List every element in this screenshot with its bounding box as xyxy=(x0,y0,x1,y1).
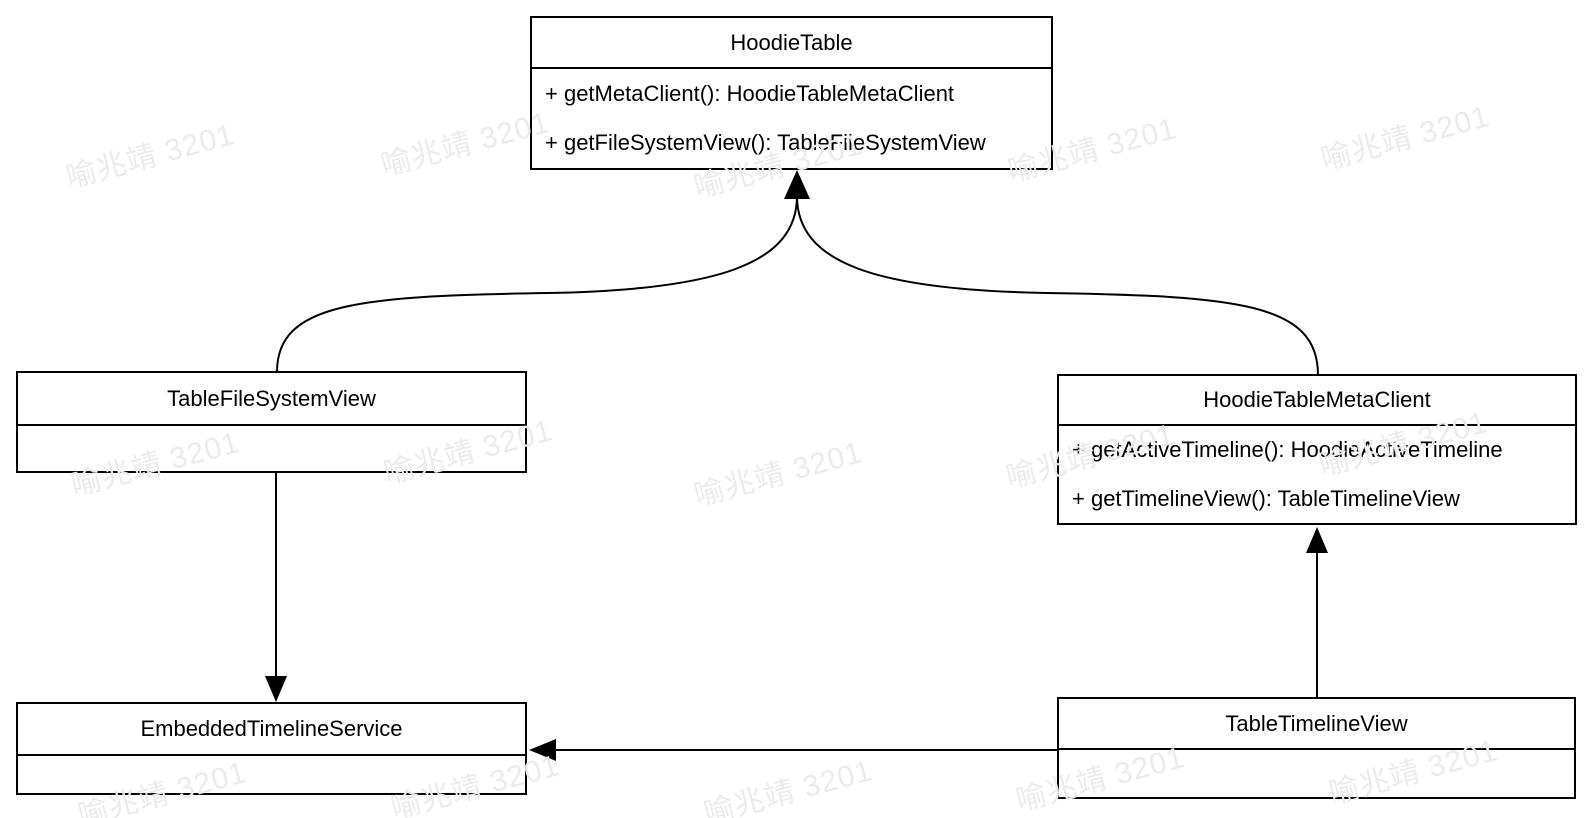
method-gettimelineview: + getTimelineView(): TableTimelineView xyxy=(1072,485,1460,511)
arrow-hoodietablemetaclient-to-hoodietable xyxy=(796,195,1319,376)
class-tabletimelineview-methods xyxy=(1059,750,1574,797)
method-getactivetimeline: + getActiveTimeline(): HoodieActiveTimel… xyxy=(1072,437,1503,463)
arrowhead-up-hoodietable xyxy=(784,170,810,199)
class-embeddedtimelineservice-title: EmbeddedTimelineService xyxy=(18,704,525,756)
arrowhead-down-embeddedtimelineservice xyxy=(265,676,287,702)
class-tablefilesystemview: TableFileSystemView xyxy=(16,371,527,473)
method-getmetaclient: + getMetaClient(): HoodieTableMetaClient xyxy=(545,80,955,106)
class-hoodietable-title: HoodieTable xyxy=(532,18,1051,69)
class-embeddedtimelineservice: EmbeddedTimelineService xyxy=(16,702,527,795)
arrow-tablefilesystemview-to-hoodietable xyxy=(276,195,798,373)
class-tablefilesystemview-methods xyxy=(18,426,525,471)
method-getfilesystemview: + getFileSystemView(): TableFileSystemVi… xyxy=(545,130,986,156)
class-hoodietablemetaclient: HoodieTableMetaClient + getActiveTimelin… xyxy=(1057,374,1577,525)
class-hoodietable: HoodieTable + getMetaClient(): HoodieTab… xyxy=(530,16,1053,170)
class-hoodietablemetaclient-methods: + getActiveTimeline(): HoodieActiveTimel… xyxy=(1059,426,1575,523)
class-hoodietablemetaclient-title: HoodieTableMetaClient xyxy=(1059,376,1575,426)
class-embeddedtimelineservice-methods xyxy=(18,756,525,793)
class-tabletimelineview-title: TableTimelineView xyxy=(1059,699,1574,750)
class-tablefilesystemview-title: TableFileSystemView xyxy=(18,373,525,426)
class-hoodietable-methods: + getMetaClient(): HoodieTableMetaClient… xyxy=(532,69,1051,168)
class-tabletimelineview: TableTimelineView xyxy=(1057,697,1576,799)
arrowhead-up-hoodietablemetaclient xyxy=(1306,527,1328,553)
arrowhead-left-embeddedtimelineservice xyxy=(529,739,556,761)
